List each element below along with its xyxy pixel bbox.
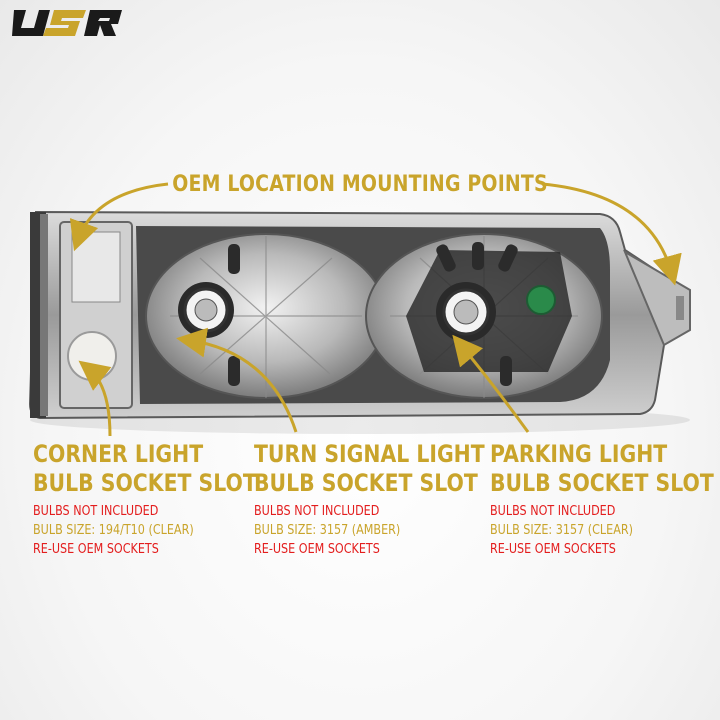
corner-title-line1: CORNER LIGHT (33, 440, 204, 468)
usr-logo (12, 10, 122, 36)
parking-socket (436, 282, 496, 342)
turn-note-bulbs: BULBS NOT INCLUDED (254, 504, 380, 519)
corner-note-sockets: RE-USE OEM SOCKETS (33, 542, 159, 557)
headline-mounting-points: OEM LOCATION MOUNTING POINTS (172, 172, 548, 197)
section-turn-signal: TURN SIGNAL LIGHT BULB SOCKET SLOT BULBS… (254, 440, 525, 559)
arrow-parking (452, 334, 530, 433)
parking-note-bulbs: BULBS NOT INCLUDED (490, 504, 616, 519)
parking-title-line1: PARKING LIGHT (490, 440, 668, 468)
arrow-corner (78, 360, 112, 437)
logo-r (84, 10, 122, 36)
corner-title-line2: BULB SOCKET SLOT (33, 469, 257, 497)
logo-u (12, 10, 50, 36)
certification-sticker (526, 285, 556, 315)
turn-note-size: BULB SIZE: 3157 (AMBER) (254, 523, 401, 538)
arrow-right-mounting (541, 182, 682, 286)
section-parking-light: PARKING LIGHT BULB SOCKET SLOT BULBS NOT… (490, 440, 720, 559)
turn-socket (178, 282, 234, 338)
corner-note-bulbs: BULBS NOT INCLUDED (33, 504, 159, 519)
turn-note-sockets: RE-USE OEM SOCKETS (254, 542, 380, 557)
turn-title-line2: BULB SOCKET SLOT (254, 469, 478, 497)
corner-note-size: BULB SIZE: 194/T10 (CLEAR) (33, 523, 194, 538)
logo-s (43, 10, 86, 36)
turn-title-line1: TURN SIGNAL LIGHT (254, 440, 485, 468)
arrow-left-mounting (69, 182, 169, 252)
parking-note-sockets: RE-USE OEM SOCKETS (490, 542, 616, 557)
parking-title-line2: BULB SOCKET SLOT (490, 469, 714, 497)
section-corner-light: CORNER LIGHT BULB SOCKET SLOT BULBS NOT … (33, 440, 296, 559)
arrow-turn (176, 327, 298, 433)
parking-note-size: BULB SIZE: 3157 (CLEAR) (490, 523, 633, 538)
